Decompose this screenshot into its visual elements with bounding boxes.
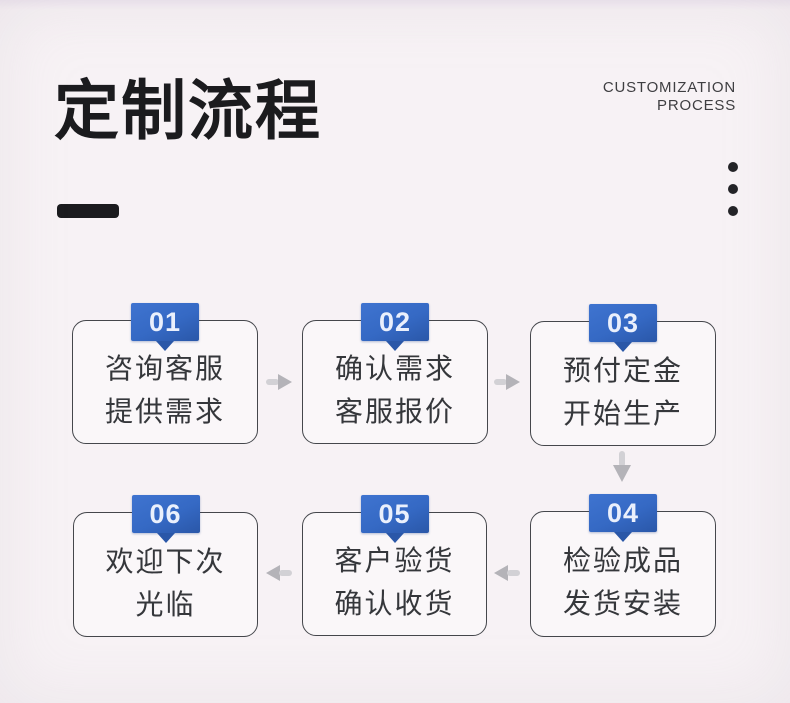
step-text: 检验成品 发货安装: [563, 539, 683, 625]
arrow-down-icon: [613, 451, 631, 482]
step-text-line: 咨询客服: [104, 353, 225, 384]
step-card-2: 02 确认需求 客服报价: [302, 303, 488, 444]
title-underline-dash: [57, 204, 119, 218]
page-title: 定制流程: [54, 74, 323, 147]
menu-dot: [728, 184, 738, 194]
step-text: 确认需求 客服报价: [335, 347, 455, 433]
step-card-3: 03 预付定金 开始生产: [530, 304, 716, 446]
step-number-badge: 03: [589, 304, 657, 342]
step-number-badge: 06: [131, 495, 200, 533]
arrow-right-icon: [266, 374, 292, 390]
step-text: 预付定金 开始生产: [563, 349, 683, 435]
step-text-line: 开始生产: [562, 397, 683, 429]
step-card-5: 05 客户验货 确认收货: [302, 495, 487, 636]
step-number-badge: 05: [360, 495, 429, 533]
page-subtitle: CUSTOMIZATION PROCESS: [603, 79, 736, 115]
step-card-4: 04 检验成品 发货安装: [530, 494, 716, 637]
step-card-6: 06 欢迎下次 光临: [73, 495, 258, 637]
step-text-line: 光临: [135, 588, 196, 620]
step-number: 03: [606, 307, 640, 338]
step-text-line: 预付定金: [562, 354, 683, 386]
kebab-menu-icon: [728, 162, 738, 216]
arrow-left-icon: [494, 565, 520, 581]
step-card-1: 01 咨询客服 提供需求: [72, 303, 258, 444]
step-number-badge: 02: [361, 303, 429, 341]
step-text-line: 检验成品: [562, 545, 683, 576]
step-number: 01: [148, 306, 182, 337]
step-text: 欢迎下次 光临: [105, 540, 225, 626]
subtitle-line-2: PROCESS: [657, 97, 736, 114]
step-number: 05: [378, 498, 411, 529]
step-number: 02: [378, 306, 412, 337]
step-text-line: 客服报价: [334, 396, 455, 427]
step-text-line: 客户验货: [334, 545, 455, 576]
step-text-line: 确认收货: [334, 588, 455, 619]
step-text-line: 发货安装: [562, 588, 683, 619]
arrow-left-icon: [266, 565, 292, 581]
step-number-badge: 04: [589, 494, 657, 532]
subtitle-line-1: CUSTOMIZATION: [602, 79, 736, 96]
step-text-line: 提供需求: [104, 396, 225, 427]
step-text: 客户验货 确认收货: [334, 539, 454, 625]
step-text: 咨询客服 提供需求: [105, 347, 225, 433]
menu-dot: [728, 206, 738, 216]
menu-dot: [728, 162, 738, 172]
step-text-line: 确认需求: [334, 353, 455, 384]
step-number: 04: [606, 497, 640, 528]
step-text-line: 欢迎下次: [105, 545, 226, 577]
step-number: 06: [149, 498, 182, 529]
step-number-badge: 01: [131, 303, 199, 341]
arrow-right-icon: [494, 374, 520, 390]
